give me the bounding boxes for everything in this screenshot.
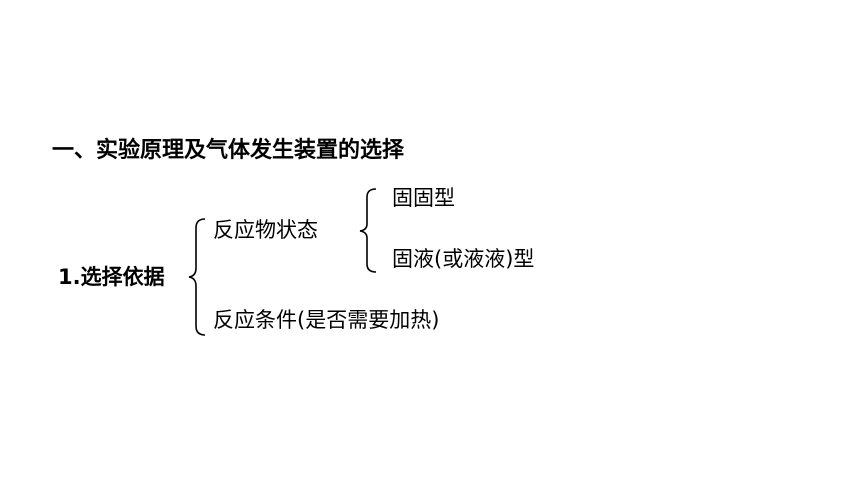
root-brace	[188, 218, 206, 336]
branch-reaction-condition: 反应条件(是否需要加热)	[213, 308, 440, 332]
tree-root-label: 1.选择依据	[58, 265, 165, 289]
branch-reactant-state: 反应物状态	[213, 218, 318, 242]
leaf-solid-liquid: 固液(或液液)型	[392, 247, 535, 271]
reactant-state-brace	[359, 188, 377, 273]
leaf-solid-solid: 固固型	[392, 186, 455, 210]
section-heading: 一、实验原理及气体发生装置的选择	[52, 138, 405, 163]
